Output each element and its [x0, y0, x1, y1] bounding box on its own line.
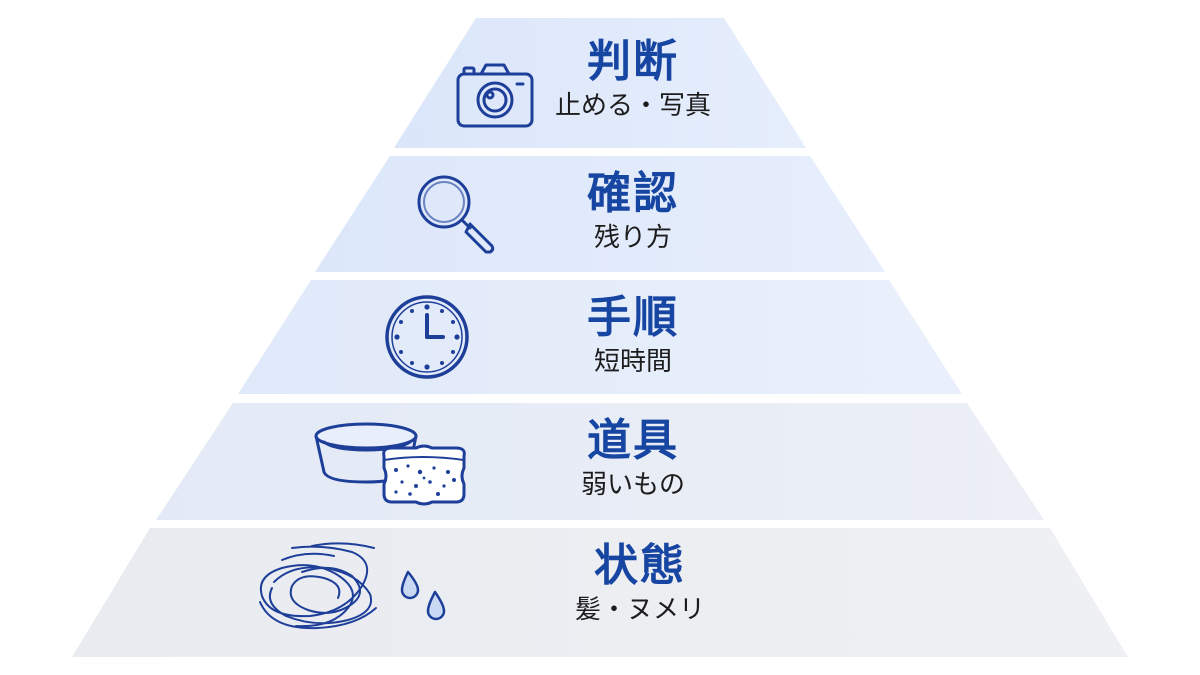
tier-band-5 [72, 528, 1128, 657]
camera-icon [455, 62, 535, 130]
tier-3-text: 手順 短時間 [513, 292, 753, 378]
tier-5-subtitle: 髪・ヌメリ [574, 595, 705, 625]
tier-3-subtitle: 短時間 [593, 347, 672, 377]
hair-and-droplets-icon [252, 542, 452, 634]
tier-1-subtitle: 止める・写真 [554, 91, 711, 121]
tier-2-subtitle: 残り方 [593, 223, 672, 253]
tier-1-title: 判断 [587, 36, 679, 87]
tier-4-text: 道具 弱いもの [513, 415, 753, 501]
tier-2-text: 確認 残り方 [513, 168, 753, 254]
hair-icon [259, 542, 377, 630]
magnifier-icon [414, 172, 500, 258]
clock-icon [383, 293, 471, 381]
tier-5-text: 状態 髪・ヌメリ [520, 540, 760, 626]
tier-4-subtitle: 弱いもの [580, 470, 685, 500]
tier-1-text: 判断 止める・写真 [513, 36, 753, 122]
bowl-and-sponge-icon [312, 420, 472, 508]
tier-5-title: 状態 [594, 540, 686, 591]
droplets-icon [400, 570, 446, 621]
tier-2-title: 確認 [587, 168, 679, 219]
sponge-icon [382, 444, 466, 506]
tier-4-title: 道具 [587, 415, 679, 466]
tier-band-3 [238, 280, 962, 394]
tier-band-2 [315, 156, 885, 272]
tier-3-title: 手順 [587, 292, 679, 343]
